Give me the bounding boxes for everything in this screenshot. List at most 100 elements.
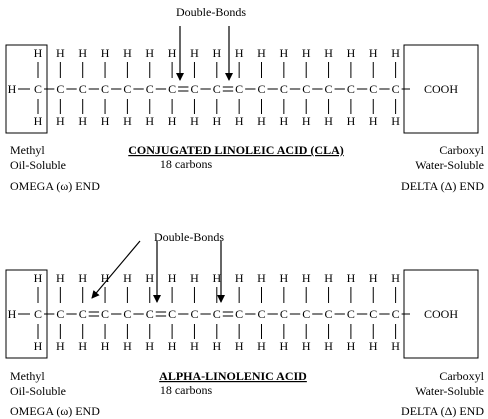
- hydrogen-atom-top: H: [302, 46, 311, 60]
- hydrogen-atom-bottom: H: [391, 339, 400, 353]
- carbon-atom: C: [257, 307, 265, 321]
- carbon-atom: C: [235, 82, 243, 96]
- methyl-box: [5, 44, 48, 134]
- hydrogen-atom-top: H: [101, 271, 110, 285]
- molecule-title: ALPHA-LINOLENIC ACID: [159, 369, 307, 383]
- hydrogen-atom-top: H: [123, 46, 132, 60]
- hydrogen-atom-top: H: [302, 271, 311, 285]
- hydrogen-atom-top: H: [257, 46, 266, 60]
- molecule-title: CONJUGATED LINOLEIC ACID (CLA): [128, 143, 343, 157]
- carbon-atom: C: [347, 307, 355, 321]
- double-bond-arrow: [91, 240, 141, 299]
- water-soluble-label: Water-Soluble: [415, 158, 484, 172]
- hydrogen-atom-bottom: H: [369, 114, 378, 128]
- omega-end-label: OMEGA (ω) END: [10, 404, 100, 418]
- carboxyl-box: [403, 44, 479, 134]
- carbon-atom: C: [146, 82, 154, 96]
- hydrogen-atom-bottom: H: [101, 114, 110, 128]
- carbon-atom: C: [190, 307, 198, 321]
- carbon-atom: C: [213, 307, 221, 321]
- carbon-atom: C: [79, 82, 87, 96]
- carbon-atom: C: [34, 307, 42, 321]
- hydrogen-atom-bottom: H: [369, 339, 378, 353]
- hydrogen-atom-bottom: H: [302, 339, 311, 353]
- methyl-label: Methyl: [10, 369, 45, 383]
- hydrogen-atom-bottom: H: [56, 339, 65, 353]
- carbon-atom: C: [56, 82, 64, 96]
- hydrogen-atom-bottom: H: [324, 339, 333, 353]
- double-bonds-label: Double-Bonds: [176, 5, 246, 19]
- hydrogen-atom-bottom: H: [34, 339, 43, 353]
- carboxyl-formula: COOH: [424, 82, 458, 96]
- carbon-atom: C: [213, 82, 221, 96]
- hydrogen-atom-top: H: [235, 46, 244, 60]
- hydrogen-atom-top: H: [56, 46, 65, 60]
- oil-soluble-label: Oil-Soluble: [10, 158, 66, 172]
- hydrogen-atom-bottom: H: [123, 114, 132, 128]
- hydrogen-atom-top: H: [145, 46, 154, 60]
- hydrogen-atom-top: H: [145, 271, 154, 285]
- carboxyl-box: [403, 269, 479, 359]
- hydrogen-atom-top: H: [369, 271, 378, 285]
- carbon-count: 18 carbons: [160, 383, 213, 397]
- carbon-atom: C: [280, 307, 288, 321]
- hydrogen-atom-bottom: H: [212, 339, 221, 353]
- carboxyl-formula: COOH: [424, 307, 458, 321]
- carbon-atom: C: [302, 307, 310, 321]
- hydrogen-atom-bottom: H: [78, 114, 87, 128]
- hydrogen-atom-top: H: [101, 46, 110, 60]
- hydrogen-atom-bottom: H: [257, 339, 266, 353]
- hydrogen-atom-top: H: [391, 46, 400, 60]
- carbon-atom: C: [392, 82, 400, 96]
- hydrogen-atom-top: H: [168, 46, 177, 60]
- hydrogen-atom-bottom: H: [34, 114, 43, 128]
- carbon-atom: C: [101, 82, 109, 96]
- carbon-atom: C: [146, 307, 154, 321]
- hydrogen-atom-top: H: [212, 46, 221, 60]
- carbon-atom: C: [168, 82, 176, 96]
- carbon-atom: C: [257, 82, 265, 96]
- carbon-atom: C: [325, 307, 333, 321]
- hydrogen-atom-top: H: [369, 46, 378, 60]
- hydrogen-atom-top: H: [123, 271, 132, 285]
- carbon-atom: C: [168, 307, 176, 321]
- hydrogen-atom-top: H: [324, 271, 333, 285]
- carbon-atom: C: [123, 307, 131, 321]
- hydrogen-atom-bottom: H: [56, 114, 65, 128]
- hydrogen-atom-top: H: [212, 271, 221, 285]
- hydrogen-atom-top: H: [324, 46, 333, 60]
- carbon-count: 18 carbons: [160, 157, 213, 171]
- methyl-box: [5, 269, 48, 359]
- carbon-atom: C: [369, 82, 377, 96]
- delta-end-label: DELTA (Δ) END: [401, 179, 484, 193]
- water-soluble-label: Water-Soluble: [415, 384, 484, 398]
- hydrogen-atom-bottom: H: [212, 114, 221, 128]
- hydrogen-atom-bottom: H: [280, 339, 289, 353]
- terminal-hydrogen: H: [8, 307, 17, 321]
- hydrogen-atom-top: H: [347, 271, 356, 285]
- hydrogen-atom-bottom: H: [302, 114, 311, 128]
- hydrogen-atom-top: H: [280, 271, 289, 285]
- carbon-atom: C: [325, 82, 333, 96]
- delta-end-label: DELTA (Δ) END: [401, 404, 484, 418]
- carbon-atom: C: [34, 82, 42, 96]
- hydrogen-atom-top: H: [190, 46, 199, 60]
- hydrogen-atom-bottom: H: [347, 339, 356, 353]
- terminal-hydrogen: H: [8, 82, 17, 96]
- hydrogen-atom-top: H: [34, 46, 43, 60]
- hydrogen-atom-bottom: H: [235, 339, 244, 353]
- hydrogen-atom-bottom: H: [78, 339, 87, 353]
- hydrogen-atom-bottom: H: [347, 114, 356, 128]
- methyl-label: Methyl: [10, 143, 45, 157]
- hydrogen-atom-bottom: H: [391, 114, 400, 128]
- carbon-atom: C: [101, 307, 109, 321]
- hydrogen-atom-top: H: [190, 271, 199, 285]
- carbon-atom: C: [56, 307, 64, 321]
- hydrogen-atom-top: H: [34, 271, 43, 285]
- carbon-atom: C: [79, 307, 87, 321]
- hydrogen-atom-top: H: [168, 271, 177, 285]
- hydrogen-atom-bottom: H: [168, 114, 177, 128]
